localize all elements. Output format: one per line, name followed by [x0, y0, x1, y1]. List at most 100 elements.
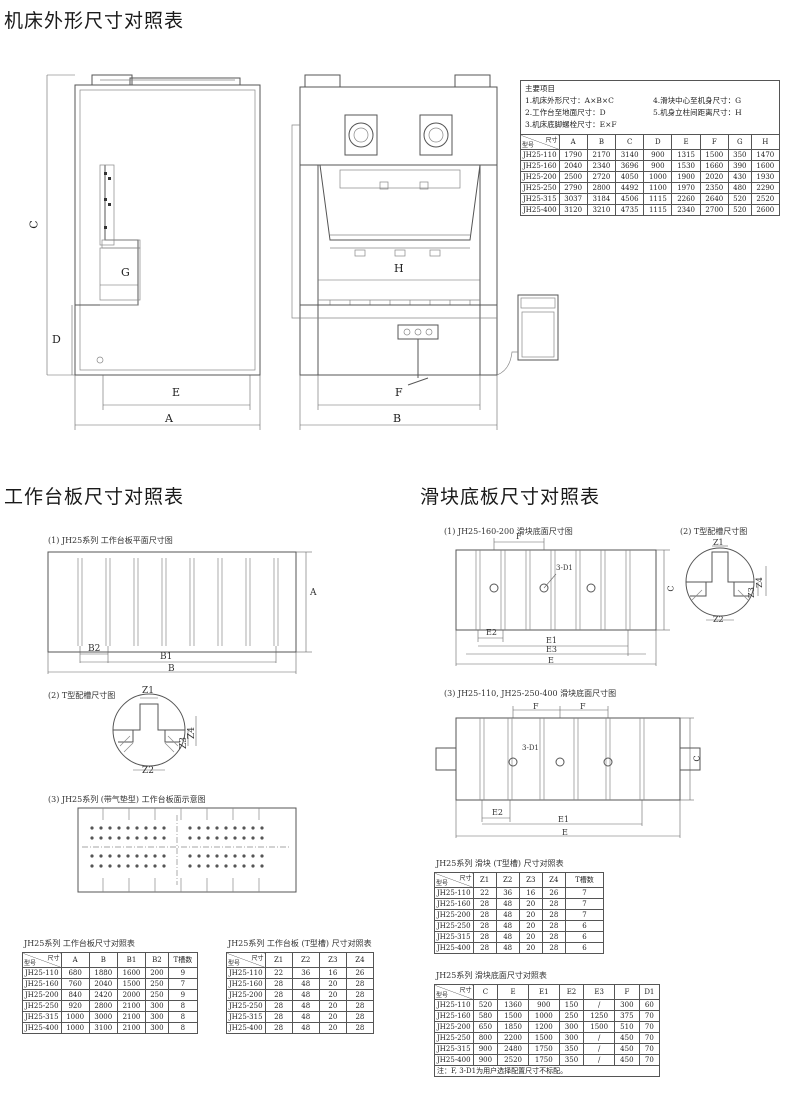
slide-caption-2: (2) T型配槽尺寸图 [680, 527, 748, 536]
table-cell: 3000 [88, 1011, 118, 1023]
corner-label-model: 型号 [436, 992, 449, 999]
table-cell: 2640 [699, 193, 729, 205]
table-cell: 7 [167, 978, 199, 990]
table-cell: 840 [60, 989, 90, 1001]
table-cell: 2800 [88, 1000, 118, 1012]
machine-front-view-drawing [291, 74, 559, 430]
table-cell: 28 [472, 942, 497, 954]
table-model-cell: JH25-315 [22, 1011, 62, 1023]
table-cell: 16 [518, 887, 543, 899]
bolster-dim-b2: B2 [88, 644, 101, 654]
table-cell: 48 [291, 989, 320, 1001]
table-cell: 48 [495, 920, 520, 932]
table-cell: 1115 [643, 193, 673, 205]
table-cell: 2340 [671, 204, 701, 216]
table-model-cell: JH25-315 [434, 931, 474, 943]
slide1-dim-e3: E3 [546, 645, 557, 654]
table-cell: 1500 [583, 1021, 616, 1033]
table-model-cell: JH25-110 [226, 967, 266, 979]
table-cell: 1790 [558, 149, 588, 161]
table-cell: 28 [472, 931, 497, 943]
table-bolster-title: JH25系列 工作台板尺寸对照表 [24, 939, 135, 948]
table-model-cell: JH25-250 [520, 182, 560, 194]
table-cell: 6 [564, 931, 605, 943]
table-cell: 1360 [497, 999, 529, 1011]
table-corner-cell: 尺寸型号 [520, 134, 560, 150]
table-cell: 20 [518, 942, 543, 954]
table-cell: 2520 [497, 1054, 529, 1066]
table-cell: 3696 [615, 160, 645, 172]
dim-label-h: H [394, 262, 404, 275]
table-cell: 28 [264, 989, 293, 1001]
table-model-cell: JH25-400 [434, 942, 474, 954]
table-cell: 4506 [615, 193, 645, 205]
table-cell: 450 [614, 1054, 640, 1066]
table-cell: 16 [318, 967, 347, 979]
table-model-cell: JH25-315 [520, 193, 560, 205]
table-cell: 48 [495, 909, 520, 921]
section1-title: 机床外形尺寸对照表 [4, 10, 185, 32]
table-bolster-t-title: JH25系列 工作台板 (T型槽) 尺寸对照表 [228, 939, 372, 948]
corner-label-size: 尺寸 [459, 987, 472, 994]
slide1-dim-e1: E1 [546, 636, 557, 645]
table-cell: 1930 [750, 171, 781, 183]
corner-label-model: 型号 [436, 880, 449, 887]
table-cell: 1200 [527, 1021, 560, 1033]
table-column-header: D1 [638, 984, 661, 1000]
table-cell: 26 [541, 887, 566, 899]
bolster-cushion-drawing [77, 807, 297, 893]
slide2-dim-f-left: F [533, 702, 539, 711]
table-cell: 28 [264, 1000, 293, 1012]
slide1-dim-e: E [548, 656, 554, 665]
slide-dim-z3: Z3 [746, 587, 756, 598]
table-cell: 28 [345, 989, 375, 1001]
section3-title: 滑块底板尺寸对照表 [420, 486, 601, 508]
table-model-cell: JH25-400 [22, 1022, 62, 1034]
table-cell: 250 [145, 989, 169, 1001]
table-cell: 1880 [88, 967, 118, 979]
dim-label-d: D [52, 333, 61, 346]
table-column-header: B [88, 952, 118, 968]
table-model-cell: JH25-160 [520, 160, 560, 172]
table-column-header: D [643, 134, 673, 150]
bolster-plan-drawing [47, 551, 312, 674]
table-cell: 480 [727, 182, 752, 194]
table-cell: 28 [541, 942, 566, 954]
table-cell: 760 [60, 978, 90, 990]
slide2-dim-d1: 3-D1 [522, 744, 539, 752]
table-model-cell: JH25-110 [434, 887, 474, 899]
slide2-dim-f-right: F [580, 702, 586, 711]
table-cell: 2020 [699, 171, 729, 183]
table-cell: 250 [145, 978, 169, 990]
table-cell: 2520 [750, 193, 781, 205]
dim-label-f: F [395, 386, 403, 399]
table-cell: 28 [345, 978, 375, 990]
table-cell: 20 [318, 1000, 347, 1012]
table-cell: 250 [558, 1010, 585, 1022]
table-cell: 680 [60, 967, 90, 979]
table-column-header: F [699, 134, 729, 150]
main-note-5: 5.机身立柱间距离尺寸：H [653, 108, 742, 117]
table-cell: 2170 [586, 149, 617, 161]
table-model-cell: JH25-315 [434, 1043, 474, 1055]
table-cell: 2100 [116, 1011, 147, 1023]
table-cell: 390 [727, 160, 752, 172]
table-cell: 70 [638, 1054, 661, 1066]
table-model-cell: JH25-160 [434, 1010, 474, 1022]
table-cell: 1000 [527, 1010, 560, 1022]
table-cell: 1500 [527, 1032, 560, 1044]
corner-label-model: 型号 [522, 142, 535, 149]
table-cell: 48 [291, 978, 320, 990]
table-cell: 1315 [671, 149, 701, 161]
table-cell: 350 [558, 1043, 585, 1055]
